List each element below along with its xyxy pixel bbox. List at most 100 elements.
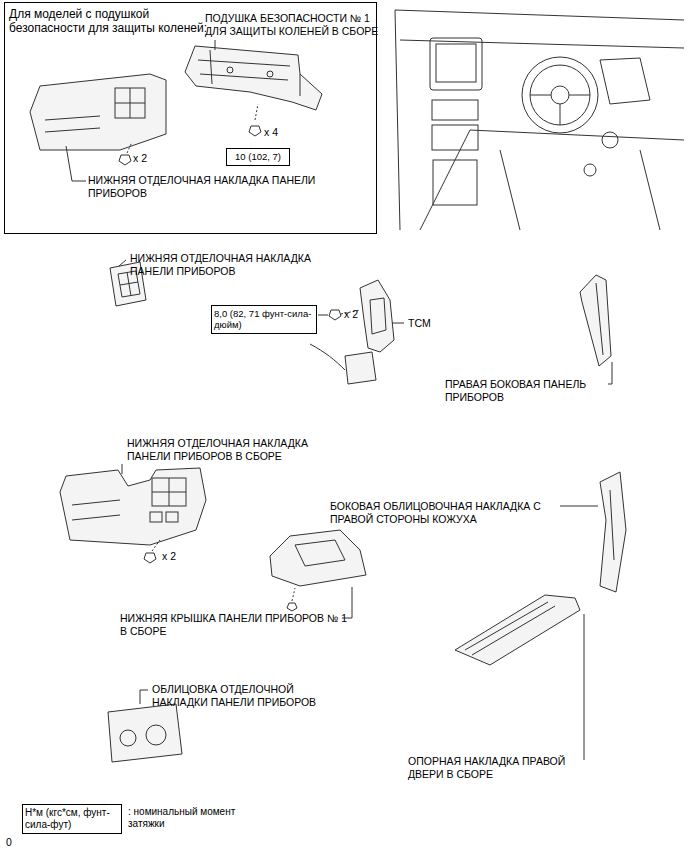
quantity: x 4	[264, 126, 294, 139]
leader-line	[122, 464, 123, 474]
lower-trim-assembly	[72, 500, 120, 520]
tcm	[310, 344, 345, 370]
lower-cover	[270, 530, 366, 586]
part-name: БОКОВАЯ ОБЛИЦОВОЧНАЯ НАКЛАДКА С ПРАВОЙ С…	[330, 500, 555, 525]
torque-box: 8,0 (82, 71 фунт-сила-дюйм)	[211, 305, 317, 334]
dashboard	[395, 10, 684, 230]
quantity: x 2	[344, 308, 374, 321]
dashboard	[530, 95, 590, 125]
knee-airbag	[185, 46, 322, 110]
tcm	[310, 280, 394, 384]
lower-trim-panel	[30, 74, 166, 150]
dashboard	[551, 86, 569, 104]
tcm	[329, 310, 341, 320]
door-scuff-plate	[455, 595, 580, 665]
cowl-side-trim	[600, 472, 626, 592]
bolt	[119, 155, 131, 165]
bolt	[144, 540, 160, 563]
dashboard	[432, 100, 478, 120]
knee-airbag	[267, 71, 273, 77]
lower-trim-assembly	[152, 478, 186, 506]
part-name: НИЖНЯЯ ОТДЕЛОЧНАЯ НАКЛАДКА ПАНЕЛИ ПРИБОР…	[130, 252, 330, 277]
page-number: 0	[6, 836, 26, 849]
dashboard	[530, 65, 590, 125]
lower-trim-panel	[30, 74, 166, 150]
tcm	[345, 352, 376, 384]
lower-cover	[292, 588, 295, 601]
bolt	[249, 126, 261, 136]
dashboard	[395, 10, 684, 230]
leader-line	[215, 40, 216, 50]
dashboard	[522, 57, 598, 133]
part-name: ПОДУШКА БЕЗОПАСНОСТИ № 1 ДЛЯ ЗАЩИТЫ КОЛЕ…	[205, 12, 385, 37]
dashboard	[584, 164, 596, 176]
inset-heading: Для моделей с подушкой безопасности для …	[9, 7, 209, 36]
lower-trim-assembly	[60, 468, 206, 545]
finish-plate	[108, 704, 182, 762]
cowl-side-trim	[610, 490, 614, 560]
dashboard	[500, 150, 660, 230]
finish-plate	[146, 725, 166, 745]
dashboard	[432, 125, 478, 150]
part-name: ОПОРНАЯ НАКЛАДКА ПРАВОЙ ДВЕРИ В СБОРЕ	[408, 755, 580, 780]
leader-line	[318, 315, 328, 316]
inset-box: Для моделей с подушкой безопасности для …	[4, 2, 377, 234]
right-side-panel	[596, 283, 603, 355]
part-name: НИЖНЯЯ ОТДЕЛОЧНАЯ НАКЛАДКА ПАНЕЛИ ПРИБОР…	[127, 437, 327, 462]
bolt	[255, 104, 258, 120]
lower-trim-assembly	[152, 478, 186, 506]
torque-value: Н*м (кгс*см, фунт-сила-фут)	[25, 807, 119, 831]
dashboard	[602, 132, 618, 148]
tcm	[360, 280, 394, 352]
lower-trim-panel	[115, 88, 145, 118]
legend-text: : номинальный момент затяжки	[128, 806, 238, 830]
legend-box: Н*м (кгс*см, фунт-сила-фут): номинальный…	[22, 804, 122, 834]
bolt	[127, 142, 132, 153]
dashboard	[430, 38, 482, 90]
lower-trim-assembly	[166, 512, 178, 522]
tcm	[370, 298, 386, 334]
illustration	[30, 10, 684, 762]
part-name: ПРАВАЯ БОКОВАЯ ПАНЕЛЬ ПРИБОРОВ	[445, 378, 605, 403]
bolt	[119, 142, 132, 165]
bolt	[249, 104, 261, 136]
lower-trim-panel	[45, 116, 100, 132]
dashboard	[433, 160, 477, 205]
torque-value: 8,0 (82, 71 фунт-сила-дюйм)	[214, 308, 314, 331]
leader-line	[140, 690, 148, 704]
quantity: x 2	[133, 152, 163, 165]
lower-cover	[287, 603, 297, 611]
part-name: НИЖНЯЯ ОТДЕЛОЧНАЯ НАКЛАДКА ПАНЕЛИ ПРИБОР…	[88, 174, 318, 199]
leader-line	[119, 260, 126, 266]
quantity: x 2	[162, 550, 192, 563]
lower-cover	[295, 540, 345, 566]
lower-trim-assembly	[150, 512, 162, 522]
right-side-panel	[580, 275, 611, 366]
lower-trim-assembly	[60, 468, 206, 545]
torque-value: 10 (102, 7)	[229, 151, 287, 162]
knee-airbag	[185, 46, 322, 110]
bolt	[152, 540, 160, 551]
part-name: TCM	[408, 317, 448, 330]
lower-trim-panel	[115, 88, 145, 118]
leader-line	[392, 323, 404, 324]
leader-line	[560, 506, 598, 507]
dashboard	[436, 44, 476, 82]
cowl-side-trim	[600, 472, 626, 592]
right-side-panel	[580, 275, 611, 366]
leader-line	[608, 362, 612, 384]
knee-airbag	[198, 50, 300, 96]
bolt	[144, 553, 156, 563]
leader-line	[584, 614, 585, 760]
door-scuff-plate	[465, 602, 555, 655]
finish-plate	[108, 704, 182, 762]
door-scuff-plate	[455, 595, 580, 665]
finish-plate	[120, 730, 136, 746]
part-name: НИЖНЯЯ КРЫШКА ПАНЕЛИ ПРИБОРОВ № 1 В СБОР…	[120, 612, 350, 637]
part-name: ОБЛИЦОВКА ОТДЕЛОЧНОЙ НАКЛАДКИ ПАНЕЛИ ПРИ…	[152, 683, 352, 708]
leader-line	[66, 146, 86, 181]
dashboard	[600, 58, 650, 104]
knee-airbag	[227, 67, 233, 73]
